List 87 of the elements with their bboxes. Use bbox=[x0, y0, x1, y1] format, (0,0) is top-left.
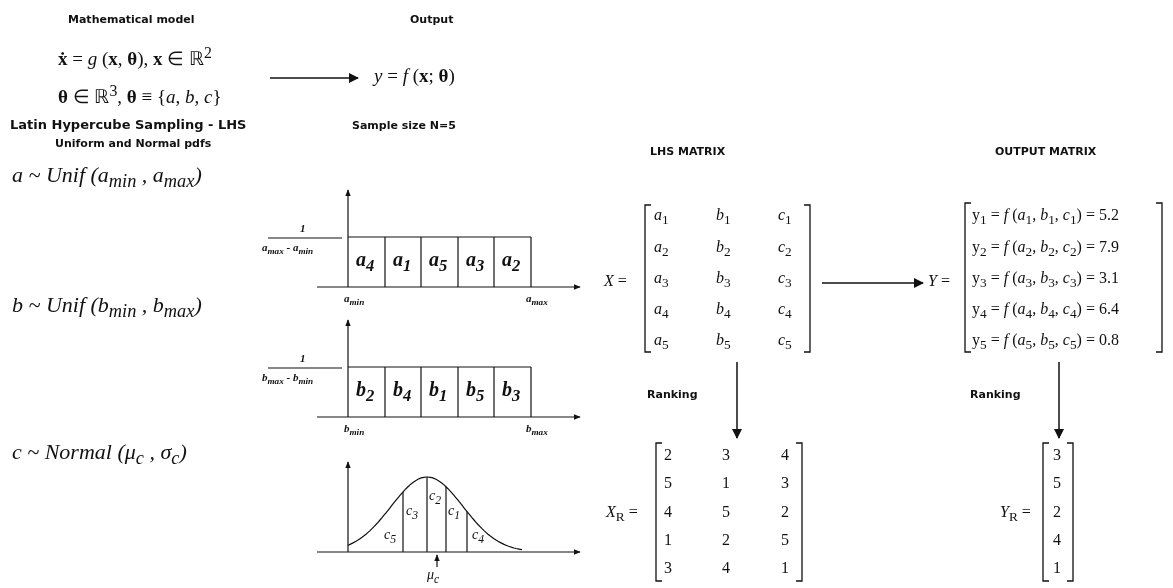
matrix-entry: 3 bbox=[664, 559, 672, 577]
matrix-name: X = bbox=[604, 272, 627, 290]
axis-label: μ$_{c}$ bbox=[427, 567, 440, 587]
model-heading: Mathematical model bbox=[68, 14, 195, 27]
arrow bbox=[1054, 361, 1064, 439]
subtitle: Uniform and Normal pdfs bbox=[55, 138, 212, 151]
matrix-entry: 4 bbox=[664, 503, 672, 521]
axis-label: a$_{min}$ bbox=[344, 292, 365, 308]
edge-label: Ranking bbox=[968, 388, 1023, 403]
axis-label: b$_{max}$ bbox=[526, 422, 548, 438]
matrix-entry: a$_{5}$ bbox=[654, 331, 669, 353]
bin-label: a$_{2}$ bbox=[502, 248, 521, 276]
matrix-entry: a$_{2}$ bbox=[654, 238, 669, 260]
matrix-entry: 3 bbox=[781, 474, 789, 492]
distribution-formula: a ~ Unif (a$_{min}$ , a$_{max}$) bbox=[12, 163, 202, 192]
bin-label: a$_{3}$ bbox=[466, 248, 485, 276]
matrix-name: Y = bbox=[928, 272, 950, 290]
bin-label: c$_{4}$ bbox=[472, 527, 485, 547]
matrix-entry: 1 bbox=[781, 559, 789, 577]
arrow bbox=[821, 278, 924, 288]
distribution-formula: c ~ Normal (μ$_{c}$ , σ$_{c}$) bbox=[12, 440, 187, 469]
axis-label: a$_{max}$ - a$_{min}$ bbox=[262, 241, 314, 257]
matrix-entry: y$_{2}$ = f (a$_{2}$, b$_{2}$, c$_{2}$) = 7.9 bbox=[972, 238, 1119, 260]
axis-label: b$_{min}$ bbox=[344, 422, 365, 438]
matrix-entry: 2 bbox=[664, 446, 672, 464]
matrix-entry: 3 bbox=[722, 446, 730, 464]
matrix-entry: 4 bbox=[781, 446, 789, 464]
bin-label: c$_{2}$ bbox=[429, 488, 442, 508]
matrix-entry: 5 bbox=[781, 531, 789, 549]
matrix-entry: 5 bbox=[664, 474, 672, 492]
sample-size-note: Sample size N=5 bbox=[352, 120, 456, 133]
bin-label: a$_{1}$ bbox=[393, 248, 412, 276]
matrix-heading: OUTPUT MATRIX bbox=[995, 146, 1097, 159]
matrix-entry: 4 bbox=[1053, 531, 1061, 549]
axis-label: 1 bbox=[300, 352, 306, 365]
matrix-entry: 1 bbox=[722, 474, 730, 492]
matrix-entry: c$_{4}$ bbox=[778, 300, 792, 322]
matrix-entry: 5 bbox=[1053, 474, 1061, 492]
matrix-entry: a$_{1}$ bbox=[654, 206, 669, 228]
matrix-entry: y$_{1}$ = f (a$_{1}$, b$_{1}$, c$_{1}$) = 5.2 bbox=[972, 206, 1119, 228]
matrix-entry: c$_{5}$ bbox=[778, 331, 792, 353]
matrix-entry: 2 bbox=[1053, 503, 1061, 521]
matrix-entry: c$_{3}$ bbox=[778, 269, 792, 291]
matrix-entry: 1 bbox=[1053, 559, 1061, 577]
distribution-formula: b ~ Unif (b$_{min}$ , b$_{max}$) bbox=[12, 293, 202, 322]
matrix-entry: 2 bbox=[781, 503, 789, 521]
bin-label: b$_{5}$ bbox=[466, 378, 485, 406]
bin-label: a$_{4}$ bbox=[356, 248, 375, 276]
axis-label: a$_{max}$ bbox=[526, 292, 548, 308]
parameter-definition: θ ∈ ℝ$^{3}$, θ ≡ {a, b, c} bbox=[58, 82, 222, 109]
axis-label: b$_{max}$ - b$_{min}$ bbox=[262, 371, 314, 387]
matrix-entry: b$_{2}$ bbox=[716, 238, 731, 260]
section-title: Latin Hypercube Sampling - LHS bbox=[10, 118, 247, 133]
matrix-entry: c$_{2}$ bbox=[778, 238, 792, 260]
matrix-name: Y$_{R}$ = bbox=[1000, 503, 1031, 525]
bin-label: a$_{5}$ bbox=[429, 248, 448, 276]
output-heading: Output bbox=[410, 14, 454, 27]
model-equation: ẋ = g (x, θ), x ∈ ℝ$^{2}$ bbox=[58, 44, 212, 71]
matrix-entry: 3 bbox=[1053, 446, 1061, 464]
matrix-entry: b$_{1}$ bbox=[716, 206, 731, 228]
matrix-entry: 2 bbox=[722, 531, 730, 549]
matrix-heading: LHS MATRIX bbox=[650, 146, 726, 159]
bin-label: b$_{1}$ bbox=[429, 378, 448, 406]
axis-label: 1 bbox=[300, 222, 306, 235]
edge-label: Ranking bbox=[645, 388, 700, 403]
bin-label: b$_{4}$ bbox=[393, 378, 412, 406]
matrix-entry: 5 bbox=[722, 503, 730, 521]
arrow bbox=[732, 361, 742, 439]
matrix-entry: y$_{4}$ = f (a$_{4}$, b$_{4}$, c$_{4}$) = 6.4 bbox=[972, 300, 1119, 322]
matrix-entry: 1 bbox=[664, 531, 672, 549]
bin-label: c$_{5}$ bbox=[384, 527, 397, 547]
matrix-entry: 4 bbox=[722, 559, 730, 577]
matrix-entry: b$_{3}$ bbox=[716, 269, 731, 291]
output-equation: y = f (x; θ) bbox=[374, 66, 455, 87]
bin-label: b$_{2}$ bbox=[356, 378, 375, 406]
bin-label: c$_{1}$ bbox=[448, 503, 461, 523]
arrow bbox=[269, 73, 359, 83]
matrix-entry: c$_{1}$ bbox=[778, 206, 792, 228]
matrix-name: X$_{R}$ = bbox=[606, 503, 638, 525]
matrix-entry: b$_{4}$ bbox=[716, 300, 731, 322]
matrix-entry: a$_{4}$ bbox=[654, 300, 669, 322]
matrix-entry: b$_{5}$ bbox=[716, 331, 731, 353]
bin-label: c$_{3}$ bbox=[406, 503, 419, 523]
matrix-entry: y$_{5}$ = f (a$_{5}$, b$_{5}$, c$_{5}$) = 0.8 bbox=[972, 331, 1119, 353]
matrix-entry: a$_{3}$ bbox=[654, 269, 669, 291]
matrix-entry: y$_{3}$ = f (a$_{3}$, b$_{3}$, c$_{3}$) = 3.1 bbox=[972, 269, 1119, 291]
bin-label: b$_{3}$ bbox=[502, 378, 521, 406]
